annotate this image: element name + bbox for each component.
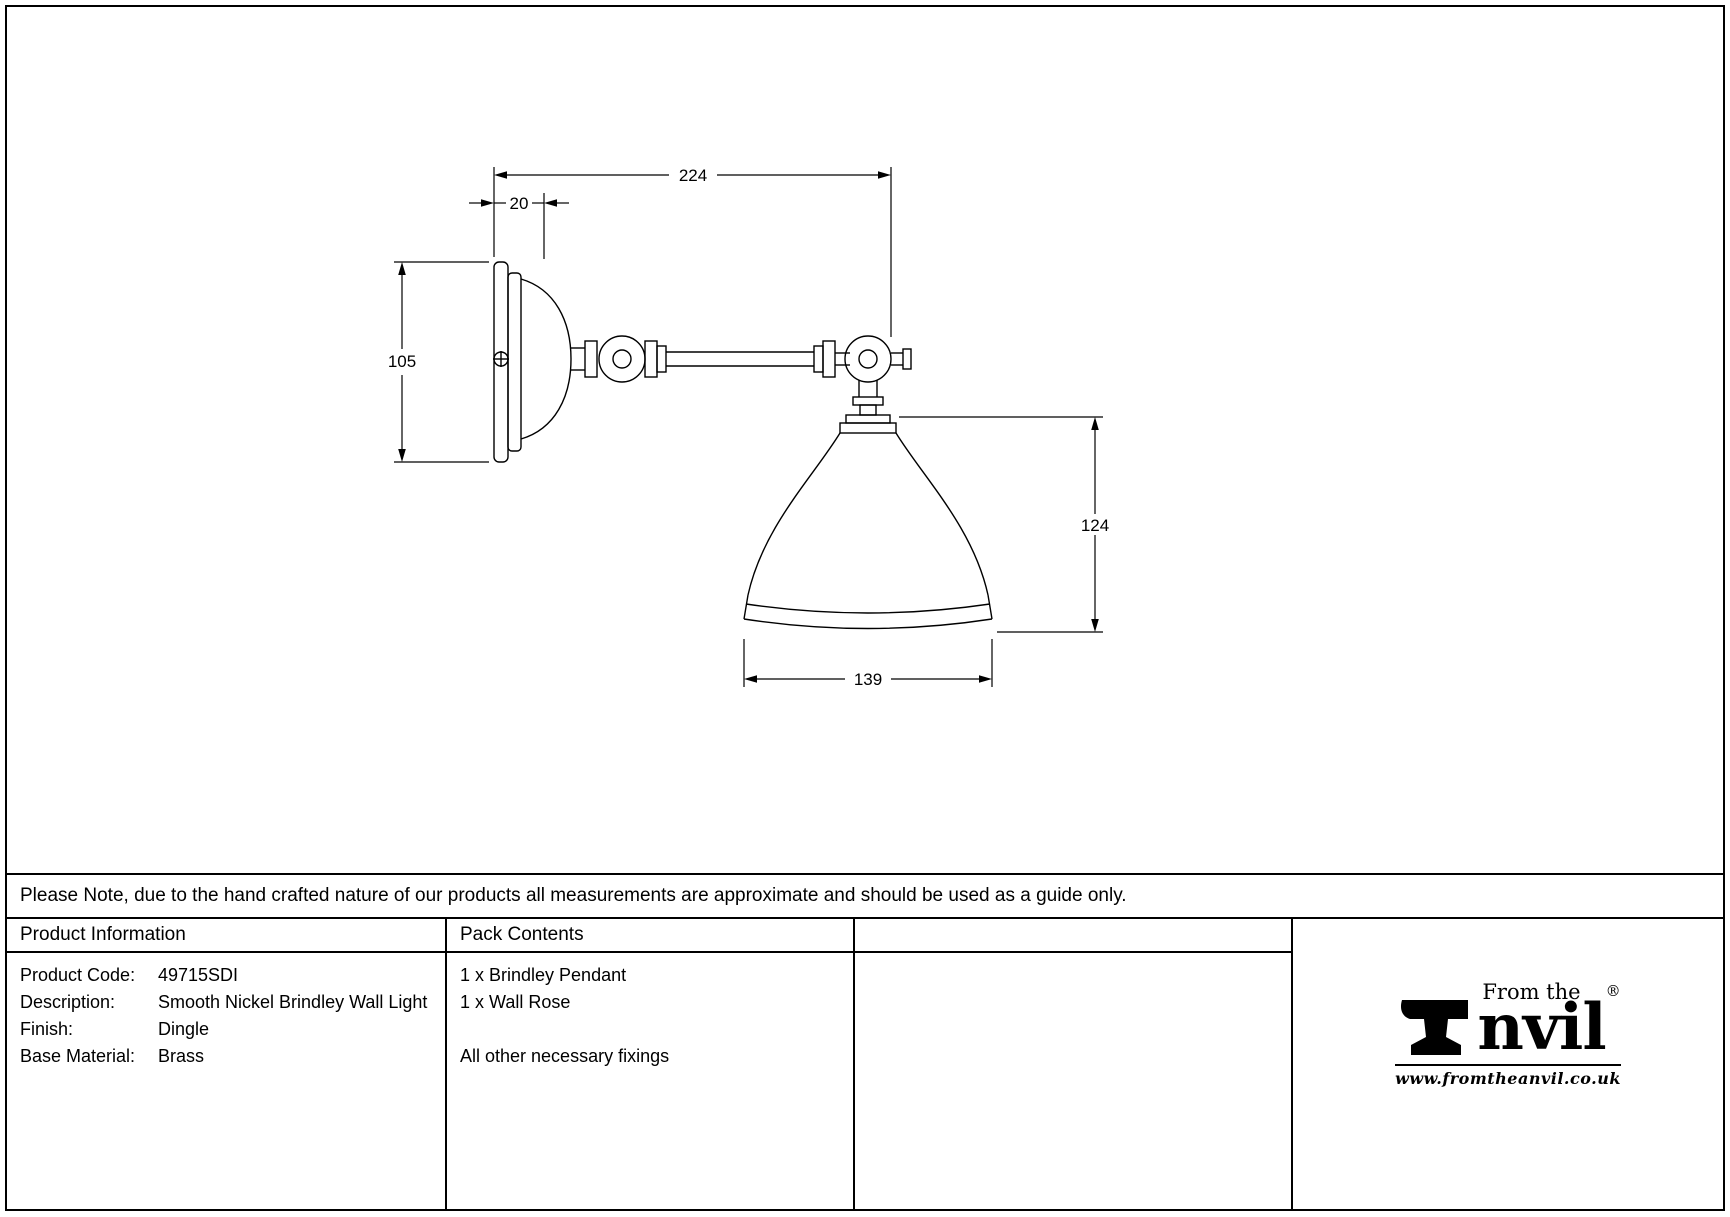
- screw-icon: [493, 351, 509, 367]
- dim-label-projection: 224: [679, 166, 707, 185]
- measurement-note: Please Note, due to the hand crafted nat…: [20, 885, 1127, 906]
- pack-item: 1 x Brindley Pendant: [460, 965, 627, 985]
- logo-website: www.fromtheanvil.co.uk: [1395, 1063, 1621, 1088]
- anvil-icon: [1401, 999, 1469, 1055]
- pack-contents-header: Pack Contents: [447, 919, 855, 953]
- dimension-projection-224: 224: [493, 166, 892, 337]
- product-information-body: Product Code: 49715SDI Description: Smoo…: [7, 953, 447, 1209]
- wall-rose: [493, 261, 572, 463]
- logo-tagline: From the: [1482, 980, 1581, 1005]
- product-code-value: 49715SDI: [158, 965, 239, 985]
- spec-sheet: 224 20: [5, 5, 1725, 1211]
- dimension-rose-diameter-105: 105: [388, 261, 489, 463]
- wall-light-drawing: 224 20: [388, 166, 1109, 689]
- pack-item: 1 x Wall Rose: [460, 992, 571, 1012]
- pack-contents-body: 1 x Brindley Pendant 1 x Wall Rose All o…: [447, 953, 855, 1209]
- from-the-anvil-logo: From the nvil ® www.fromtheanvil.co.uk: [1395, 980, 1621, 1088]
- wall-light-fixture: [493, 261, 993, 630]
- dimension-annotations: 224 20: [388, 166, 1109, 689]
- finish-row: Finish: Dingle: [20, 1016, 432, 1043]
- finish-label: Finish:: [20, 1019, 74, 1039]
- technical-drawing: 224 20: [7, 7, 1723, 873]
- description-label: Description:: [20, 992, 116, 1012]
- logo-wordmark: nvil: [1477, 990, 1606, 1066]
- info-table: Product Information Pack Contents From t…: [7, 917, 1723, 1209]
- arm: [571, 335, 912, 416]
- brand-logo-cell: From the nvil ® www.fromtheanvil.co.uk: [1293, 919, 1723, 1209]
- knuckle-joint-right: [844, 335, 892, 383]
- dim-label-shade-height: 124: [1081, 516, 1109, 535]
- product-information-header: Product Information: [7, 919, 447, 953]
- note-row: Please Note, due to the hand crafted nat…: [7, 873, 1723, 917]
- registered-trademark: ®: [1605, 982, 1621, 1001]
- thumb-screw: [902, 348, 912, 370]
- product-code-label: Product Code:: [20, 965, 136, 985]
- dim-label-rose-depth: 20: [510, 194, 529, 213]
- base-material-row: Base Material: Brass: [20, 1043, 432, 1070]
- dim-label-shade-diameter: 139: [854, 670, 882, 689]
- knuckle-joint-left: [598, 335, 646, 383]
- shade: [743, 414, 993, 630]
- description-value: Smooth Nickel Brindley Wall Light: [158, 992, 428, 1012]
- product-code-row: Product Code: 49715SDI: [20, 962, 432, 989]
- base-material-value: Brass: [158, 1046, 205, 1066]
- dim-label-rose-diameter: 105: [388, 352, 416, 371]
- dimension-shade-diameter-139: 139: [743, 639, 993, 689]
- spare-header-cell: [855, 919, 1293, 953]
- pack-footer: All other necessary fixings: [460, 1046, 670, 1066]
- base-material-label: Base Material:: [20, 1046, 136, 1066]
- dimension-shade-height-124: 124: [899, 416, 1109, 633]
- spare-body-cell: [855, 953, 1293, 1209]
- description-row: Description: Smooth Nickel Brindley Wall…: [20, 989, 432, 1016]
- finish-value: Dingle: [158, 1019, 210, 1039]
- dimension-rose-depth-20: 20: [469, 193, 569, 259]
